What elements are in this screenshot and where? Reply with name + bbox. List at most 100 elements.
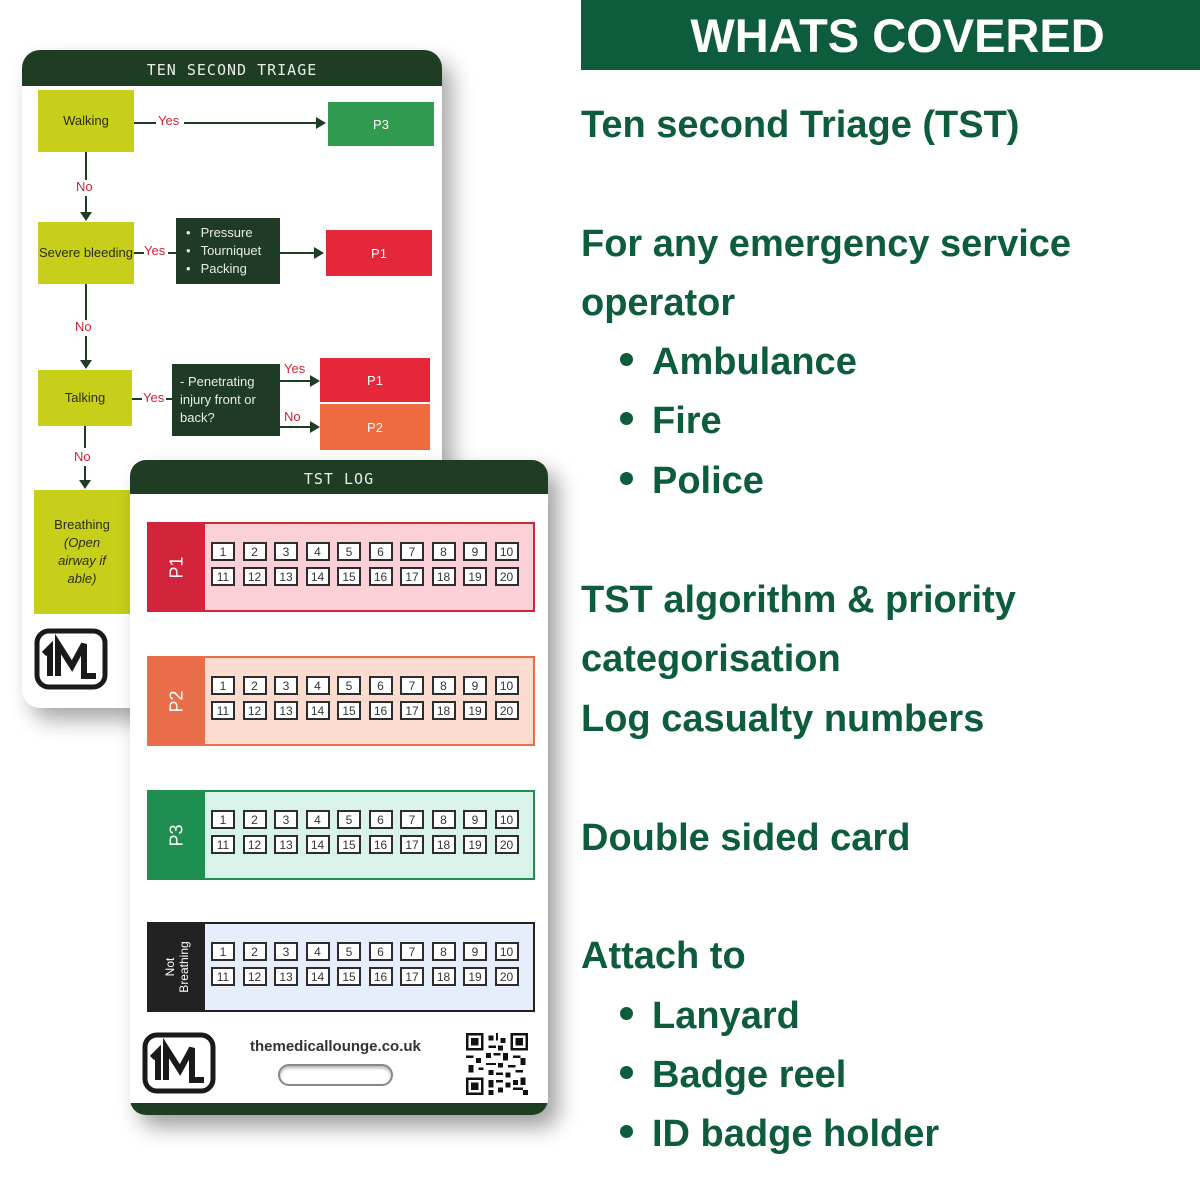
walking-box: Walking — [38, 90, 134, 152]
log-number-cell: 1 — [211, 942, 235, 961]
log-number-cell: 9 — [463, 542, 487, 561]
log-number-cell: 11 — [211, 967, 235, 986]
line-algorithm: TST algorithm & priority — [581, 579, 1016, 621]
p1-log-tab: P1 — [149, 524, 205, 610]
log-number-cell: 19 — [463, 567, 487, 586]
attach-id-badge-holder: ID badge holder — [620, 1104, 939, 1164]
log-number-cell: 3 — [274, 942, 298, 961]
log-number-cell: 17 — [400, 835, 424, 854]
line-double-sided: Double sided card — [581, 817, 911, 859]
log-number-cell: 16 — [368, 835, 393, 854]
service-fire: Fire — [620, 391, 722, 451]
medical-lounge-logo-icon — [142, 1032, 216, 1094]
log-number-cell: 18 — [431, 835, 456, 854]
log-number-cell: 15 — [337, 967, 361, 986]
log-number-cell: 7 — [400, 810, 424, 829]
log-number-cell: 8 — [431, 542, 456, 561]
log-number-cell: 5 — [337, 942, 361, 961]
log-number-cell: 16 — [368, 701, 393, 720]
line-attach-to: Attach to — [581, 935, 746, 977]
log-number-cell: 17 — [400, 567, 424, 586]
log-number-cell: 2 — [242, 942, 267, 961]
log-number-cell: 7 — [400, 542, 424, 561]
no-label-2: No — [75, 319, 92, 334]
p1-box-bleeding: P1 — [326, 230, 432, 276]
log-number-cell: 5 — [337, 810, 361, 829]
log-number-cell: 14 — [305, 701, 330, 720]
p3-log-tab: P3 — [149, 792, 205, 878]
log-number-cell: 15 — [337, 835, 361, 854]
log-number-cell: 12 — [242, 567, 267, 586]
log-number-cell: 18 — [431, 567, 456, 586]
no-label-1: No — [76, 179, 93, 194]
log-number-cell: 20 — [494, 835, 519, 854]
log-number-cell: 1 — [211, 676, 235, 695]
log-number-cell: 19 — [463, 701, 487, 720]
log-number-cell: 16 — [368, 967, 393, 986]
log-number-cell: 5 — [337, 542, 361, 561]
log-number-cell: 10 — [494, 676, 519, 695]
penetrating-yes-label: Yes — [284, 361, 306, 376]
bleeding-actions-box: Pressure Tourniquet Packing — [176, 218, 280, 284]
p2-box: P2 — [320, 404, 430, 450]
log-number-cell: 15 — [337, 567, 361, 586]
p3-box: P3 — [328, 102, 434, 146]
log-number-cell: 7 — [400, 676, 424, 695]
log-number-cell: 18 — [431, 701, 456, 720]
log-number-cell: 13 — [274, 701, 298, 720]
service-ambulance: Ambulance — [620, 332, 857, 392]
log-number-cell: 6 — [368, 542, 393, 561]
log-number-cell: 14 — [305, 567, 330, 586]
log-number-cell: 4 — [305, 942, 330, 961]
breathing-box: Breathing (Open airway if able) — [34, 490, 130, 614]
log-number-cell: 20 — [494, 967, 519, 986]
medical-lounge-logo-icon — [34, 628, 108, 690]
log-number-cell: 6 — [368, 810, 393, 829]
penetrating-no-label: No — [284, 409, 301, 424]
log-number-cell: 2 — [242, 810, 267, 829]
penetrating-injury-box: - Penetrating injury front or back? — [172, 364, 280, 436]
log-number-cell: 1 — [211, 810, 235, 829]
tst-log-title: TST LOG — [130, 460, 548, 494]
whats-covered-banner: WHATS COVERED — [581, 0, 1200, 70]
log-number-cell: 15 — [337, 701, 361, 720]
log-number-cell: 20 — [494, 701, 519, 720]
line-emergency-service: For any emergency service — [581, 223, 1072, 265]
line-categorisation: categorisation — [581, 638, 841, 680]
line-operator: operator — [581, 282, 736, 324]
walking-yes-label: Yes — [158, 113, 180, 128]
line-tst: Ten second Triage (TST) — [581, 104, 1020, 146]
p2-log-tab: P2 — [149, 658, 205, 744]
log-number-cell: 14 — [305, 967, 330, 986]
log-number-cell: 8 — [431, 676, 456, 695]
log-number-cell: 19 — [463, 835, 487, 854]
severe-bleeding-box: Severe bleeding — [38, 222, 134, 284]
log-number-cell: 10 — [494, 542, 519, 561]
log-number-cell: 13 — [274, 835, 298, 854]
service-police: Police — [620, 451, 764, 511]
bleeding-yes-label: Yes — [144, 243, 166, 258]
log-number-cell: 3 — [274, 676, 298, 695]
log-number-cell: 5 — [337, 676, 361, 695]
log-number-cell: 17 — [400, 967, 424, 986]
log-number-cell: 7 — [400, 942, 424, 961]
card-footer-bar — [130, 1103, 548, 1115]
log-number-cell: 4 — [305, 810, 330, 829]
website-text: themedicallounge.co.uk — [250, 1038, 421, 1055]
log-number-cell: 12 — [242, 701, 267, 720]
log-number-cell: 9 — [463, 676, 487, 695]
log-number-cell: 4 — [305, 542, 330, 561]
log-number-cell: 6 — [368, 676, 393, 695]
log-number-cell: 6 — [368, 942, 393, 961]
log-number-cell: 18 — [431, 967, 456, 986]
log-number-cell: 14 — [305, 835, 330, 854]
attach-badge-reel: Badge reel — [620, 1045, 846, 1105]
log-number-cell: 8 — [431, 942, 456, 961]
log-number-cell: 11 — [211, 835, 235, 854]
